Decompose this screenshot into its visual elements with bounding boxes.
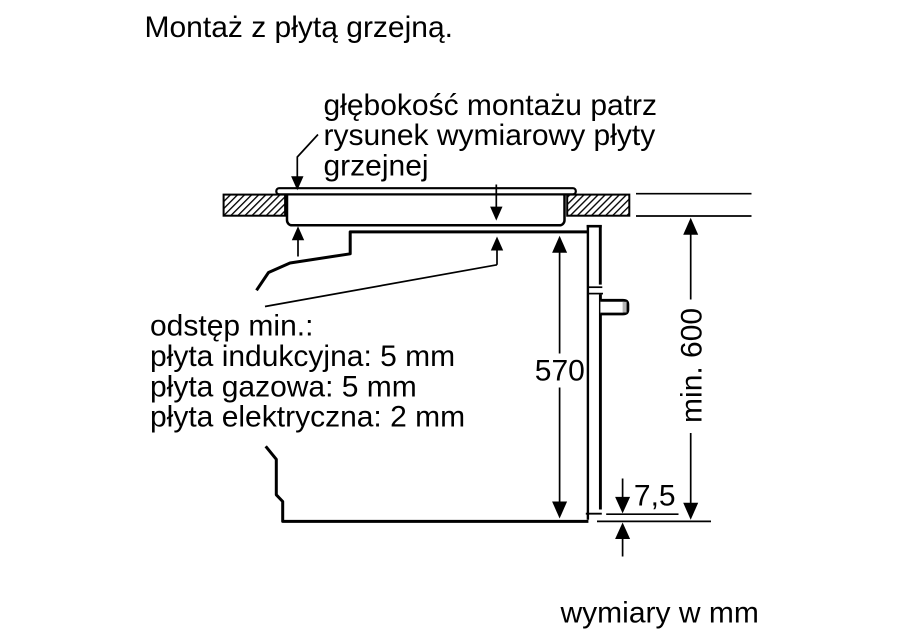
- svg-text:rysunek wymiarowy płyty: rysunek wymiarowy płyty: [324, 119, 656, 152]
- svg-text:570: 570: [535, 355, 585, 388]
- svg-text:grzejnej: grzejnej: [324, 149, 429, 182]
- svg-text:7,5: 7,5: [634, 480, 676, 513]
- svg-text:płyta elektryczna: 2 mm: płyta elektryczna: 2 mm: [150, 401, 465, 434]
- svg-text:głębokość montażu patrz: głębokość montażu patrz: [324, 89, 658, 122]
- svg-text:płyta gazowa: 5 mm: płyta gazowa: 5 mm: [150, 370, 417, 403]
- svg-text:płyta indukcyjna: 5 mm: płyta indukcyjna: 5 mm: [150, 340, 455, 373]
- svg-text:odstęp min.:: odstęp min.:: [150, 310, 313, 343]
- svg-text:wymiary w mm: wymiary w mm: [560, 596, 759, 629]
- svg-text:Montaż z płytą grzejną.: Montaż z płytą grzejną.: [145, 11, 453, 44]
- svg-text:min. 600: min. 600: [675, 308, 708, 423]
